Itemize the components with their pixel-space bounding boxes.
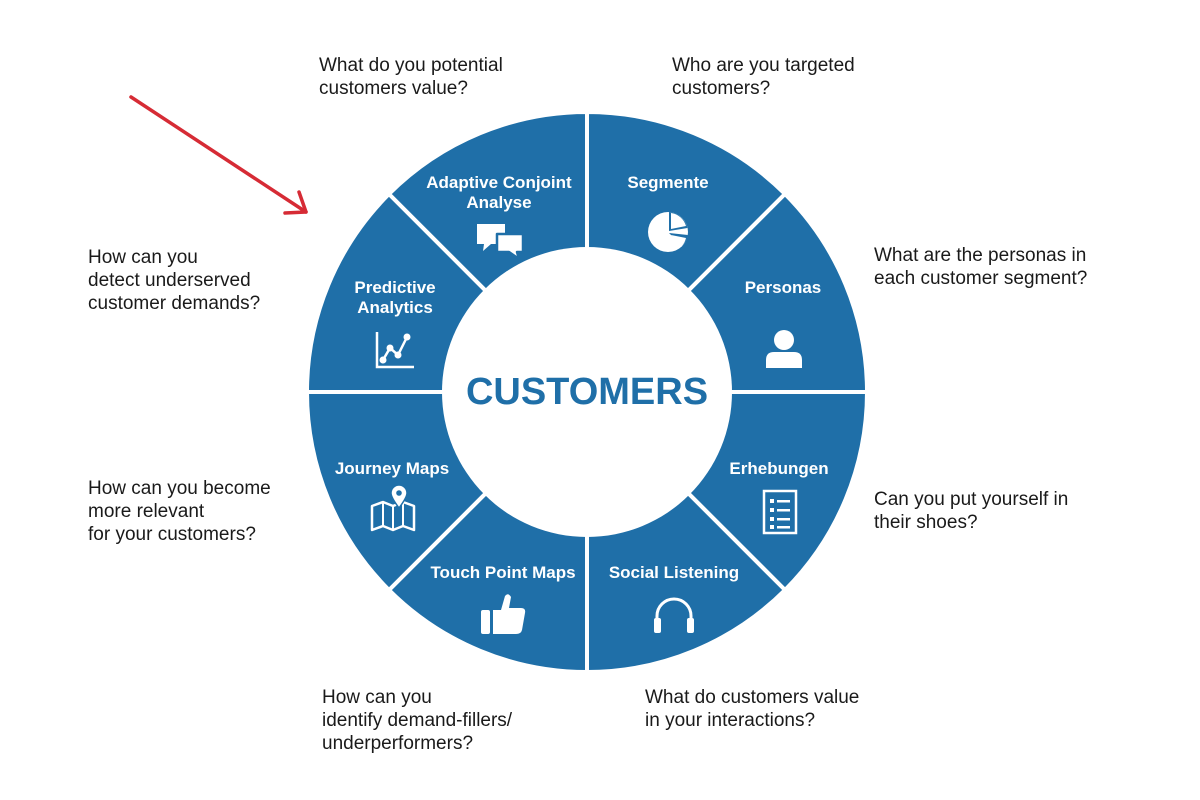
question-underserved-demands: How can you detect underserved customer … [88,247,261,314]
center-title: CUSTOMERS [466,371,708,413]
question-potential-value: What do you potential customers value? [319,55,503,99]
question-targeted-customers: Who are you targeted customers? [672,55,855,99]
pointer-arrow [129,95,308,215]
map-pin-icon [370,484,416,532]
question-their-shoes: Can you put yourself in their shoes? [874,489,1069,533]
survey-list-icon [762,489,798,535]
chat-bubbles-icon [477,224,525,261]
pie-chart-icon [648,212,688,252]
question-demand-fillers: How can you identify demand-fillers/ und… [322,687,513,754]
question-interactions-value: What do customers value in your interact… [645,687,860,731]
segment-label: Social Listening [609,563,739,582]
segment-label: Touch Point Maps [430,563,575,582]
headphones-icon [654,597,694,633]
thumbs-up-icon [481,594,526,634]
person-icon [766,330,802,368]
center-circle [442,247,732,537]
question-more-relevant: How can you become more relevant for you… [88,478,271,545]
segment-label: Journey Maps [335,459,449,478]
segment-label: Segmente [627,173,708,192]
segment-label: Personas [745,278,822,297]
segment-label: Erhebungen [729,459,828,478]
question-personas: What are the personas in each customer s… [874,245,1088,289]
line-chart-icon [375,332,414,369]
